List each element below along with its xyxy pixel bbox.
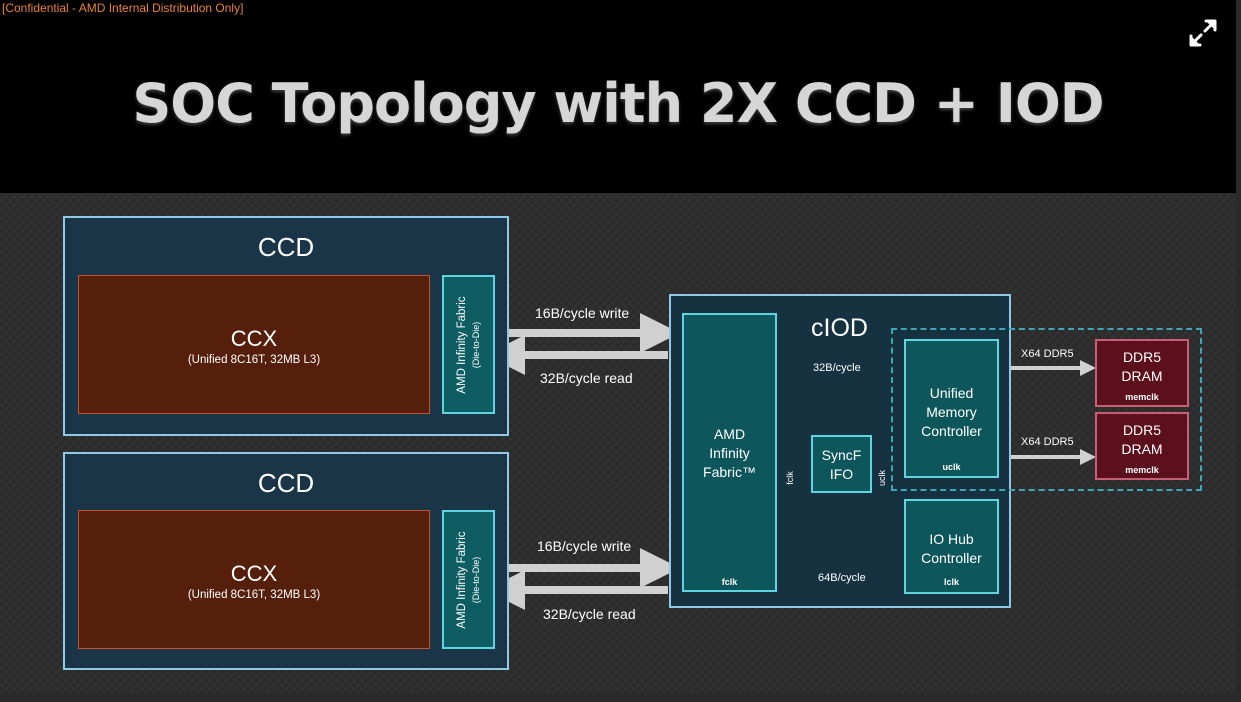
syncf-name-line1: SyncF: [821, 447, 862, 463]
fabric-label: AMD Infinity Fabric: [455, 295, 468, 394]
iohub-name-line2: Controller: [921, 550, 982, 566]
ccd2-read-label: 32B/cycle read: [543, 606, 636, 622]
ccx-name: CCX: [230, 326, 278, 351]
ccd-title: CCD: [257, 232, 315, 262]
infinity-fabric-block: AMD Infinity Fabric™ fclk: [682, 313, 777, 592]
fabric-name-line1: AMD: [713, 426, 746, 442]
dram-name-line2: DRAM: [1121, 441, 1163, 457]
syncf-left-clock-label: fclk: [784, 471, 795, 485]
fabric-clock-label: fclk: [721, 577, 738, 587]
dram2-link-label: X64 DDR5: [1021, 436, 1074, 448]
fabric-name-line2: Infinity: [709, 445, 750, 461]
ciod-title: cIOD: [811, 314, 868, 342]
ccx-block-2: CCX (Unified 8C16T, 32MB L3): [78, 510, 430, 649]
umc-clock-label: uclk: [942, 462, 961, 472]
ddr5-dram-2: DDR5 DRAM memclk: [1095, 412, 1189, 480]
ccx-description: (Unified 8C16T, 32MB L3): [187, 589, 321, 601]
dram-name-line1: DDR5: [1122, 349, 1162, 365]
dram-name-line1: DDR5: [1122, 422, 1162, 438]
ddr5-dram-1: DDR5 DRAM memclk: [1095, 339, 1189, 407]
ccd-title: CCD: [257, 468, 315, 498]
dram-clock-label: memclk: [1125, 465, 1159, 475]
syncf-right-clock-label: uclk: [877, 469, 888, 487]
die-to-die-fabric-1: AMD Infinity Fabric (Die-to-Die): [442, 275, 495, 414]
umc-name-line3: Controller: [921, 423, 982, 439]
confidential-banner: [Confidential - AMD Internal Distributio…: [2, 1, 244, 15]
dram-clock-label: memclk: [1125, 392, 1159, 402]
memory-subsystem-boundary: [891, 328, 1202, 491]
unified-memory-controller: Unified Memory Controller uclk: [904, 339, 999, 478]
syncf-ifo-block: SyncF IFO: [811, 435, 872, 493]
fabric-name-line3: Fabric™: [703, 464, 756, 480]
umc-name-line2: Memory: [926, 404, 977, 420]
dram-name-line2: DRAM: [1121, 368, 1163, 384]
dram1-link-label: X64 DDR5: [1021, 348, 1074, 360]
ccd1-read-label: 32B/cycle read: [540, 370, 633, 386]
die-to-die-fabric-2: AMD Infinity Fabric (Die-to-Die): [442, 510, 495, 649]
fabric-label: AMD Infinity Fabric: [455, 530, 468, 629]
umc-name-line1: Unified: [929, 385, 974, 401]
expand-icon[interactable]: [1188, 18, 1218, 48]
syncf-name-line2: IFO: [829, 466, 854, 482]
umc-bandwidth-label: 32B/cycle: [813, 362, 861, 374]
ccd1-write-label: 16B/cycle write: [535, 305, 630, 321]
slide-title: SOC Topology with 2X CCD + IOD: [132, 72, 1104, 135]
ccd2-write-label: 16B/cycle write: [537, 538, 632, 554]
io-hub-controller: IO Hub Controller lclk: [904, 499, 999, 594]
iohub-bandwidth-label: 64B/cycle: [818, 572, 866, 584]
iohub-clock-label: lclk: [943, 577, 959, 587]
iohub-name-line1: IO Hub: [929, 531, 974, 547]
ccx-name: CCX: [230, 561, 278, 586]
fabric-sublabel: (Die-to-Die): [470, 556, 481, 603]
fabric-sublabel: (Die-to-Die): [470, 321, 481, 368]
ccx-description: (Unified 8C16T, 32MB L3): [187, 354, 321, 366]
ccx-block-1: CCX (Unified 8C16T, 32MB L3): [78, 275, 430, 414]
slide-header-area: [0, 0, 1236, 193]
